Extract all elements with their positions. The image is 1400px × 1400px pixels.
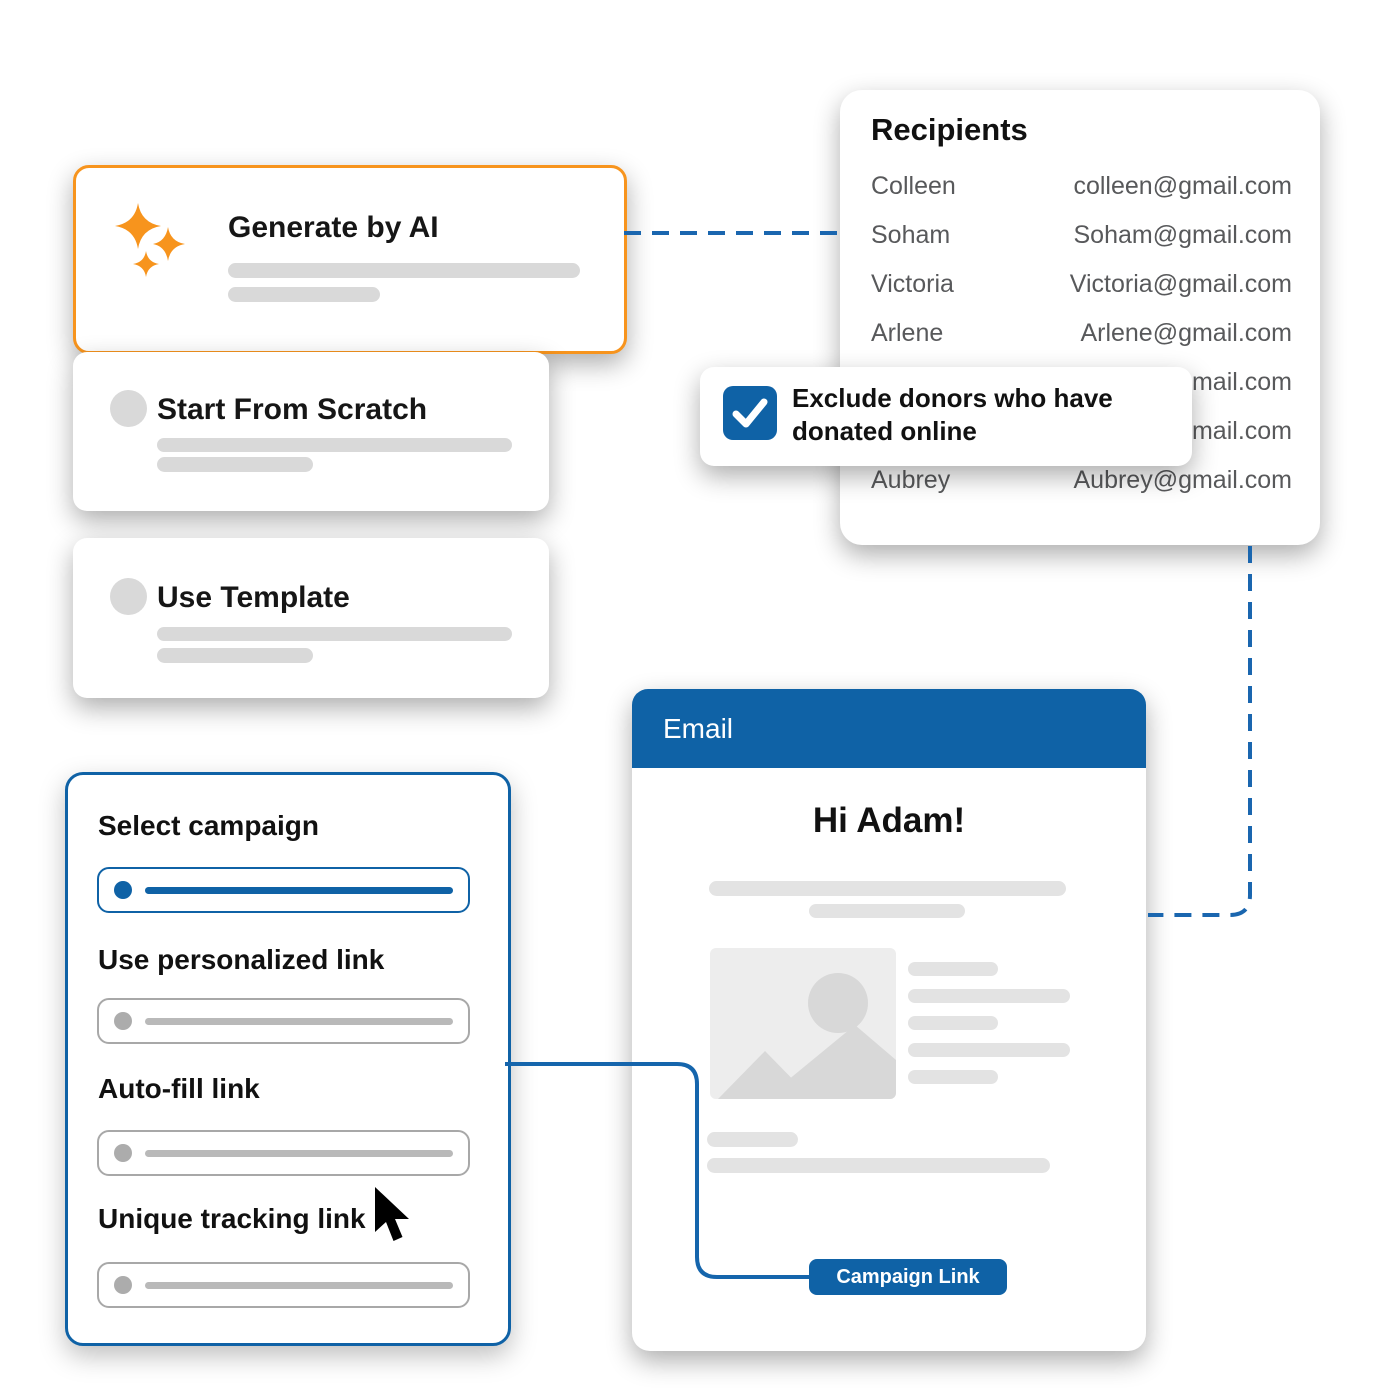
recipient-email: Victoria@gmail.com xyxy=(1069,270,1292,298)
campaign-link-button[interactable]: Campaign Link xyxy=(809,1259,1007,1295)
email-header: Email xyxy=(632,689,1146,768)
field-label-personalized-link: Use personalized link xyxy=(98,944,385,975)
recipient-name: Soham xyxy=(871,221,951,249)
input-value-line xyxy=(145,1149,453,1157)
placeholder-text-bar xyxy=(908,1016,998,1030)
placeholder-text-bar xyxy=(228,287,380,302)
field-label-auto-fill-link: Auto-fill link xyxy=(98,1073,260,1104)
option-label-start-from-scratch: Start From Scratch xyxy=(157,393,428,426)
option-card-use-template[interactable]: Use Template xyxy=(73,538,549,698)
recipient-email: Aubrey@gmail.com xyxy=(1073,466,1292,494)
placeholder-text-bar xyxy=(157,648,313,663)
recipient-email: colleen@gmail.com xyxy=(1073,172,1292,200)
recipient-row: Colleen colleen@gmail.com xyxy=(871,172,1292,221)
sparkles-icon xyxy=(115,203,185,277)
input-dot-icon xyxy=(114,1012,132,1030)
select-campaign-input[interactable] xyxy=(97,867,470,913)
campaign-link-panel: Select campaign Use personalized link Au… xyxy=(65,772,511,1346)
placeholder-text-bar xyxy=(809,904,965,918)
option-card-generate-ai[interactable]: Generate by AI xyxy=(73,165,627,354)
recipient-name: Arlene xyxy=(871,319,944,347)
field-label-select-campaign: Select campaign xyxy=(98,810,319,841)
exclude-checkbox[interactable] xyxy=(723,386,777,440)
recipient-email: Soham@gmail.com xyxy=(1073,221,1292,249)
placeholder-text-bar xyxy=(709,881,1066,896)
recipient-name: Aubrey xyxy=(871,466,951,494)
field-label-unique-tracking-link: Unique tracking link xyxy=(98,1203,366,1234)
email-header-title: Email xyxy=(663,712,734,744)
unique-tracking-link-input[interactable] xyxy=(97,1262,470,1308)
recipient-row: Soham Soham@gmail.com xyxy=(871,221,1292,270)
placeholder-text-bar xyxy=(908,962,998,976)
arrow-cursor-icon xyxy=(375,1187,409,1241)
placeholder-text-bar xyxy=(707,1158,1050,1173)
recipient-row: Arlene Arlene@gmail.com xyxy=(871,319,1292,368)
checkbox-check-icon xyxy=(732,398,768,428)
placeholder-text-bar xyxy=(157,627,512,641)
input-value-line xyxy=(145,886,453,894)
recipient-name: Colleen xyxy=(871,172,956,200)
option-label-generate-ai: Generate by AI xyxy=(228,211,439,244)
recipients-card: Recipients Colleen colleen@gmail.com Soh… xyxy=(840,90,1320,545)
input-value-line xyxy=(145,1017,453,1025)
placeholder-text-bar xyxy=(908,1043,1070,1057)
campaign-link-button-label: Campaign Link xyxy=(836,1265,980,1288)
placeholder-text-bar xyxy=(228,263,580,278)
exclude-label: Exclude donors who have donated online xyxy=(792,383,1113,446)
email-image-placeholder xyxy=(710,948,896,1099)
recipient-email: Arlene@gmail.com xyxy=(1080,319,1292,347)
placeholder-text-bar xyxy=(157,457,313,472)
recipient-row: Aubrey Aubrey@gmail.com xyxy=(871,466,1292,515)
recipients-list: Colleen colleen@gmail.com Soham Soham@gm… xyxy=(871,172,1292,515)
image-placeholder-icon xyxy=(718,973,896,1099)
personalized-link-input[interactable] xyxy=(97,998,470,1044)
radio-circle-icon xyxy=(110,578,147,615)
option-card-start-from-scratch[interactable]: Start From Scratch xyxy=(73,352,549,511)
recipient-name: Victoria xyxy=(871,270,954,298)
exclude-donors-note: Exclude donors who have donated online xyxy=(700,367,1192,466)
auto-fill-link-input[interactable] xyxy=(97,1130,470,1176)
email-greeting: Hi Adam! xyxy=(812,801,966,840)
input-dot-icon xyxy=(114,1144,132,1162)
email-preview-card: Email Hi Adam! Campaign Link xyxy=(632,689,1146,1351)
placeholder-text-bar xyxy=(908,1070,998,1084)
radio-circle-icon xyxy=(110,390,147,427)
option-label-use-template: Use Template xyxy=(157,581,350,614)
input-dot-icon xyxy=(114,1276,132,1294)
connector-recipients-to-email xyxy=(1148,546,1252,917)
recipients-title: Recipients xyxy=(871,112,1028,147)
input-dot-icon xyxy=(114,881,132,899)
placeholder-text-bar xyxy=(908,989,1070,1003)
placeholder-text-bar xyxy=(707,1132,798,1147)
recipient-row: Victoria Victoria@gmail.com xyxy=(871,270,1292,319)
input-value-line xyxy=(145,1281,453,1289)
placeholder-text-bar xyxy=(157,438,512,452)
